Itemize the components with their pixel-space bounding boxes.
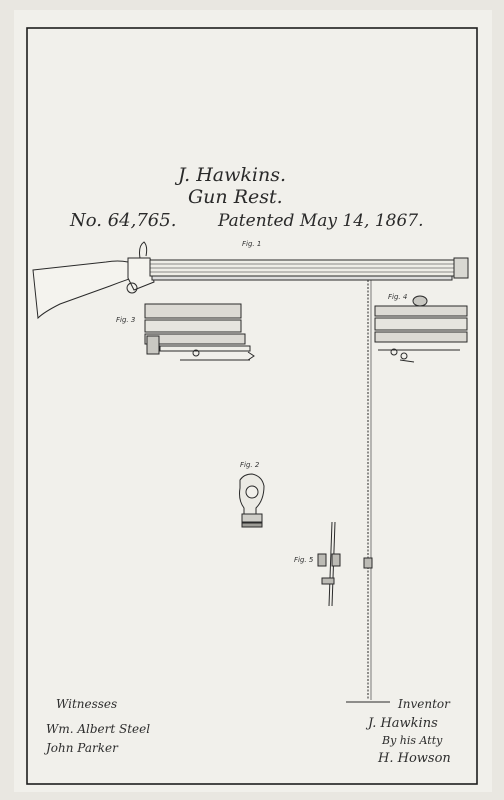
- fig2-clamp-drawing: [239, 473, 265, 528]
- patent-date: Patented May 14, 1867.: [218, 211, 424, 231]
- attorney-line: By his Atty: [382, 734, 443, 747]
- fig2-label: Fig. 2: [240, 461, 260, 469]
- inventor-name: J. Hawkins.: [178, 164, 286, 186]
- fig1-gun-rest-drawing: [32, 241, 469, 703]
- fig4-label: Fig. 4: [388, 293, 408, 301]
- gun-stock: [32, 260, 133, 320]
- patent-number: No. 64,765.: [70, 210, 177, 231]
- witness-1-signature: Wm. Albert Steel: [46, 722, 151, 736]
- trigger-guard: [126, 282, 138, 294]
- fig1-label: Fig. 1: [242, 240, 262, 248]
- fig4-section-drawing: [374, 295, 468, 363]
- fig3-section-drawing: [144, 303, 255, 361]
- drawing-border: [26, 27, 478, 785]
- inventor-signature: J. Hawkins: [368, 716, 438, 731]
- witnesses-label: Witnesses: [56, 697, 118, 711]
- fig5-label: Fig. 5: [294, 556, 314, 564]
- fig5-detail-drawing: [317, 521, 373, 607]
- witness-2-signature: John Parker: [46, 741, 118, 755]
- invention-title: Gun Rest.: [188, 186, 283, 208]
- barrel-rest-rod: [151, 275, 453, 281]
- fig3-label: Fig. 3: [116, 316, 136, 324]
- muzzle-cap: [453, 257, 469, 279]
- gun-lock: [127, 257, 155, 291]
- inventor-label: Inventor: [398, 697, 450, 711]
- gun-hammer: [139, 241, 148, 259]
- attorney-signature: H. Howson: [378, 751, 451, 766]
- paper: [14, 10, 492, 792]
